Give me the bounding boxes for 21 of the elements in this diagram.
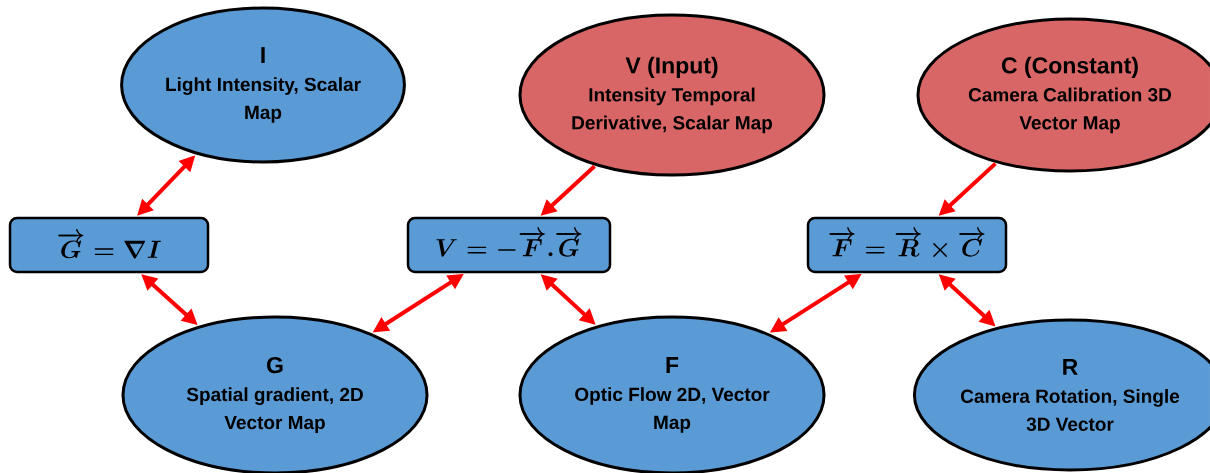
node-title: I xyxy=(261,47,265,63)
formula-box: $\overrightarrow{F} = \overrightarrow{R} \times \overrightarrow{C}$ xyxy=(806,216,1008,274)
formula-box: $\overrightarrow{G} = \nabla I$ xyxy=(8,216,210,274)
node-description: Spatial gradient, 2D Vector Map xyxy=(186,387,363,433)
ellipse-node xyxy=(518,13,826,177)
node-title: G xyxy=(267,357,283,374)
formula-box: $V = -\overrightarrow{F} . \overrightarrow{G}$ xyxy=(406,216,612,274)
node-title: C (Constant) xyxy=(1001,56,1138,79)
node-description: Light Intensity, Scalar Map xyxy=(166,77,361,123)
ellipse-node xyxy=(121,315,429,473)
node-description: Camera Calibration 3D Vector Map xyxy=(968,87,1172,134)
ellipse-node xyxy=(120,6,406,164)
node-description: Optic Flow 2D, Vector Map xyxy=(575,387,770,433)
ellipse-node xyxy=(912,318,1210,472)
ellipse-node xyxy=(518,315,826,473)
node-description: Camera Rotation, Single 3D Vector xyxy=(961,389,1180,431)
node-description: Intensity Temporal Derivative, Scalar Map xyxy=(572,87,773,134)
ellipse-node xyxy=(916,17,1210,173)
node-title: R xyxy=(1063,358,1078,375)
node-title: V (Input) xyxy=(625,56,718,79)
node-title: F xyxy=(666,357,679,373)
